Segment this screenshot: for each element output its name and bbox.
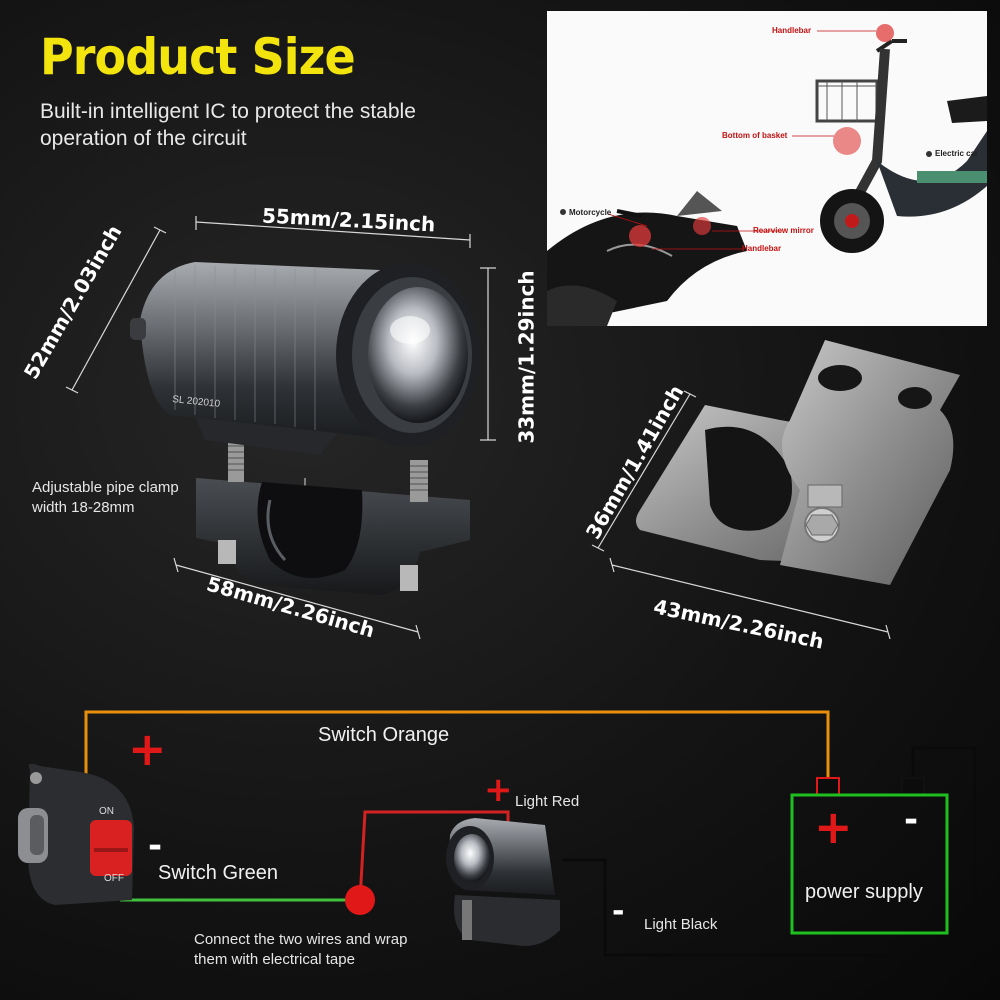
fog-light-unit: [130, 262, 480, 595]
orange-plus-sign: +: [128, 722, 167, 776]
mount-label-electric-car: Electric car: [935, 149, 979, 158]
clamp-note: Adjustable pipe clamp width 18-28mm: [32, 479, 179, 516]
switch-on-label: ON: [99, 806, 114, 817]
connect-note: Connect the two wires and wrap them with…: [194, 931, 408, 968]
scooter-motorcycle-illustration: [547, 24, 987, 326]
light-red-plus-sign: +: [484, 770, 513, 810]
light-black-label: Light Black: [644, 916, 718, 933]
bracket-dimension-lines: [591, 390, 891, 640]
switch-green-label: Switch Green: [158, 862, 279, 884]
light-engraving: SL 202010: [172, 394, 221, 410]
mount-location-photo: Handlebar Bottom of basket Electric car …: [547, 11, 987, 326]
mount-label-motorcycle: Motorcycle: [569, 208, 612, 217]
switch-orange-label: Switch Orange: [318, 724, 450, 746]
mounting-bracket: [636, 340, 960, 585]
green-minus-sign: -: [148, 826, 163, 866]
light-red-label: Light Red: [515, 793, 580, 810]
power-minus-sign: -: [904, 800, 919, 840]
mount-label-basket: Bottom of basket: [722, 131, 788, 140]
page-title: Product Size: [40, 28, 356, 86]
light-black-minus-sign: -: [612, 894, 625, 929]
wiring-diagram: [84, 710, 977, 957]
power-supply-label: power supply: [805, 881, 923, 903]
power-plus-sign: +: [814, 800, 853, 854]
mount-label-handlebar-bottom: Handlebar: [742, 244, 782, 253]
mount-label-handlebar-top: Handlebar: [772, 26, 812, 35]
switch-off-label: OFF: [104, 873, 124, 884]
small-fog-light: [446, 818, 560, 946]
mount-label-mirror: Rearview mirror: [753, 226, 814, 235]
dim-lens-height: 33mm/1.29inch: [514, 270, 539, 444]
handlebar-switch: [18, 763, 134, 905]
page-subtitle: Built-in intelligent IC to protect the s…: [40, 100, 416, 150]
